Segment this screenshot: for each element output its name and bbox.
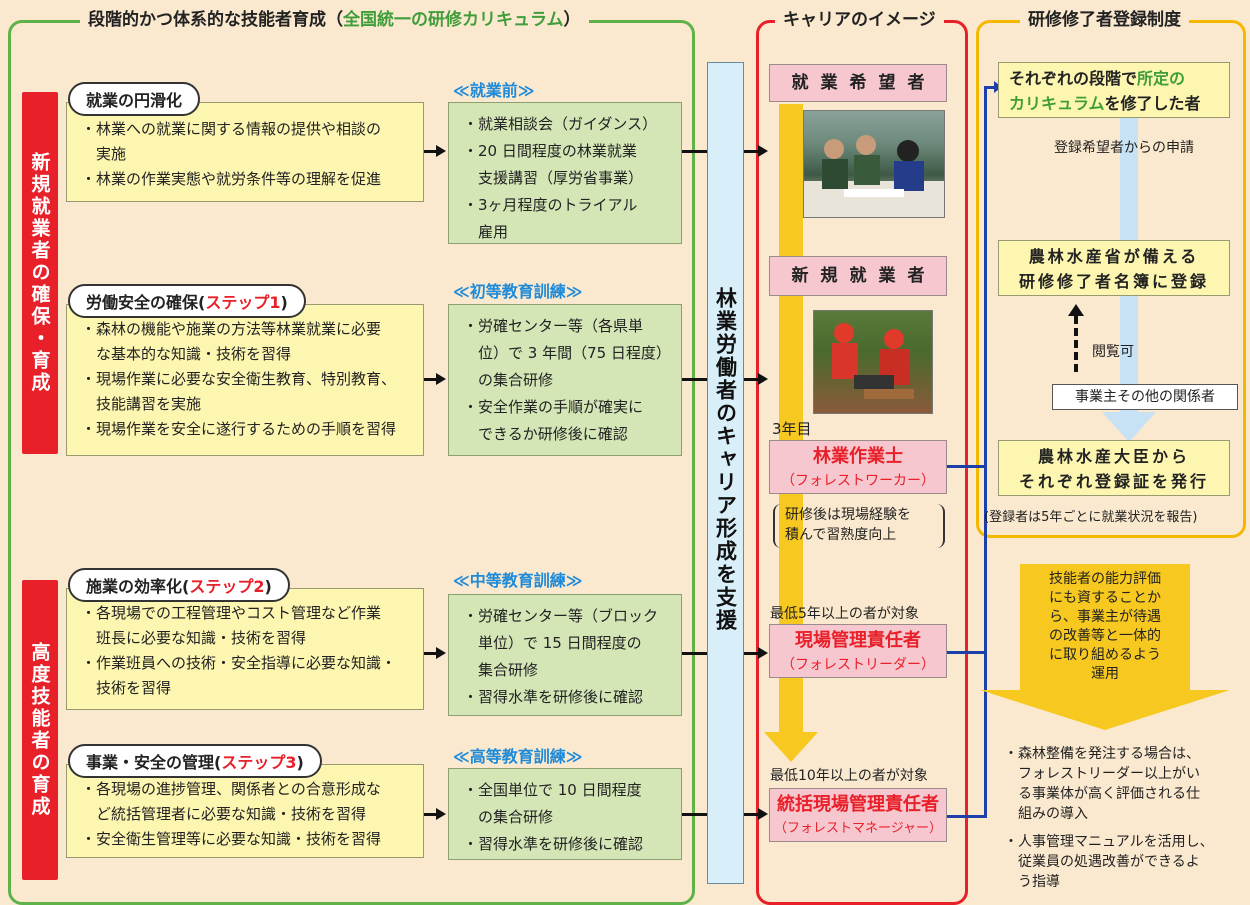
blue-line-top [984,86,996,89]
blue-line-leader [947,651,987,654]
application-label: 登録希望者からの申請 [1054,140,1194,156]
box-smooth-employment: ・林業への就業に関する情報の提供や相談の 実施・林業の作業実態や就労条件等の理解… [66,102,424,202]
box-stakeholders: 事業主その他の関係者 [1052,384,1238,410]
photo-chainsaw-training [813,310,933,414]
title-pre-employment: ≪就業前≫ [453,81,535,100]
title-intermediate-training: ≪中等教育訓練≫ [453,571,583,590]
arrowhead-3b [758,647,768,659]
box-work-safety: ・森林の機能や施業の方法等林業就業に必要 な基本的な知識・技術を習得・現場作業に… [66,304,424,456]
evaluation-arrowhead [980,690,1230,730]
arrowhead-4a [436,808,446,820]
arrow-2a [424,378,438,381]
pill-efficiency: 施業の効率化(ステップ2) [68,568,290,602]
evaluation-arrow-body: 技能者の能力評価にも資することから、事業主が待遇の改善等と一体的に取り組めるよう… [1020,564,1190,690]
box-intermediate-training: ・労確センター等（ブロック 単位）で 15 日間程度の 集合研修・習得水準を研修… [448,594,682,716]
blue-line-manager [947,815,987,818]
box-forest-worker: 林業作業士（フォレストワーカー） [769,440,947,494]
note-after-training: 研修後は現場経験を積んで習熟度向上 [773,504,945,548]
arrowhead-2a [436,373,446,385]
side-label-new-workers: 新規就業者の確保・育成 [22,92,58,454]
arrowhead-3a [436,647,446,659]
box-forest-manager: 統括現場管理責任者（フォレストマネージャー） [769,788,947,842]
box-register-roster: 農林水産省が備える研修修了者名簿に登録 [998,240,1230,296]
box-efficiency: ・各現場での工程管理やコスト管理など作業 班長に必要な知識・技術を習得・作業班員… [66,588,424,710]
policy-notes: ・森林整備を発注する場合は、 フォレストリーダー以上がい る事業体が高く評価され… [1004,746,1214,890]
career-progress-arrowhead [764,732,818,762]
browse-label: 閲覧可 [1092,344,1134,360]
box-business-safety-management: ・各現場の進捗管理、関係者との合意形成な ど統括管理者に必要な知識・技術を習得・… [66,764,424,858]
left-frame-title: 段階的かつ体系的な技能者育成（全国統一の研修カリキュラム） [80,8,589,32]
arrow-1a [424,150,438,153]
blue-line-vertical [984,86,987,817]
year3-label: 3年目 [772,420,812,438]
blue-line-worker [947,465,987,468]
arrowhead-1b [758,145,768,157]
side-label-advanced: 高度技能者の育成 [22,580,58,880]
box-forest-leader: 現場管理責任者（フォレストリーダー） [769,624,947,678]
registry-flow-arrowhead [1102,412,1156,442]
box-new-worker: 新規就業者 [769,256,947,296]
year10-label: 最低10年以上の者が対象 [770,768,928,784]
photo-consultation [803,110,945,218]
arrowhead-1a [436,145,446,157]
dashed-arrowhead [1068,304,1084,316]
year5-label: 最低5年以上の者が対象 [770,606,919,622]
career-support-bar: 林業労働者のキャリア形成を支援 [707,62,744,884]
dashed-arrow-shaft [1074,316,1078,372]
pill-business-safety-management: 事業・安全の管理(ステップ3) [68,744,322,778]
box-primary-training: ・労確センター等（各県単 位）で 3 年間（75 日程度） の集合研修・安全作業… [448,304,682,456]
box-pre-employment: ・就業相談会（ガイダンス）・20 日間程度の林業就業 支援講習（厚労省事業）・3… [448,102,682,244]
arrow-4a [424,813,438,816]
report-label: (登録者は5年ごとに就業状況を報告) [984,510,1198,525]
registry-frame-title: 研修修了者登録制度 [1020,8,1189,32]
pill-smooth-employment: 就業の円滑化 [68,82,201,116]
arrowhead-2b [758,373,768,385]
arrowhead-4b [758,808,768,820]
box-completed-curriculum: それぞれの段階で所定のカリキュラムを修了した者 [998,62,1230,118]
title-primary-training: ≪初等教育訓練≫ [453,282,583,301]
title-advanced-training: ≪高等教育訓練≫ [453,747,583,766]
arrow-3a [424,652,438,655]
box-job-applicant: 就業希望者 [769,64,947,102]
box-advanced-training: ・全国単位で 10 日間程度 の集合研修・習得水準を研修後に確認 [448,768,682,860]
career-frame-title: キャリアのイメージ [775,8,944,32]
box-issue-certificate: 農林水産大臣からそれぞれ登録証を発行 [998,440,1230,496]
pill-work-safety: 労働安全の確保(ステップ1) [68,284,306,318]
